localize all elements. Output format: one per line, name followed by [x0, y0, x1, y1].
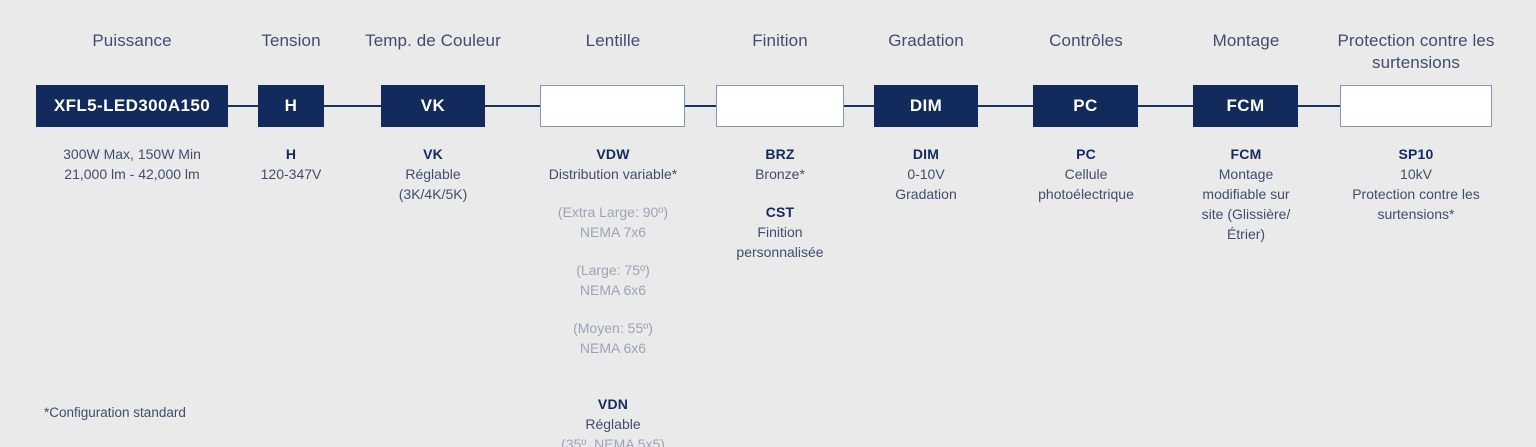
column-details-temp-de-couleur: VK Réglable (3K/4K/5K)	[348, 144, 518, 204]
detail-line-gradation-0: DIM	[912, 146, 940, 162]
detail-line-lentille-9: (Moyen: 55º)	[573, 320, 653, 336]
code-chip-lentille[interactable]	[540, 85, 685, 127]
detail-line-montage-0: FCM	[1230, 146, 1262, 162]
connector-line-2	[322, 105, 382, 107]
code-chip-puissance[interactable]: XFL5-LED300A150	[36, 85, 228, 127]
column-details-controles: PC Cellule photoélectrique	[1000, 144, 1172, 204]
connector-line-8	[1297, 105, 1342, 107]
column-header-lentille: Lentille	[585, 31, 641, 50]
detail-line-montage-2: modifiable sur	[1202, 186, 1290, 202]
code-chip-protection-surtensions[interactable]	[1340, 85, 1492, 127]
detail-line-montage-1: Montage	[1218, 166, 1274, 182]
detail-line-protection-surtensions-2: Protection contre les	[1352, 186, 1480, 202]
detail-line-lentille-0: VDW	[596, 146, 630, 162]
detail-line-lentille-10: NEMA 6x6	[579, 340, 647, 356]
detail-line-lentille-13: VDN	[597, 396, 629, 412]
column-details-tension: H 120-347V	[246, 144, 336, 184]
detail-spacer	[520, 358, 706, 376]
connector-line-5	[842, 105, 876, 107]
code-chip-tension[interactable]: H	[258, 85, 324, 127]
detail-line-controles-2: photoélectrique	[1038, 186, 1134, 202]
detail-spacer	[706, 184, 854, 202]
connector-line-6	[977, 105, 1035, 107]
detail-line-montage-3: site (Glissière/	[1201, 206, 1291, 222]
detail-line-tension-1: 120-347V	[260, 166, 322, 182]
column-details-lentille: VDW Distribution variable* (Extra Large: 9…	[520, 144, 706, 447]
detail-line-lentille-15: (35º, NEMA 5x5)	[561, 436, 665, 447]
column-details-puissance: 300W Max, 150W Min 21,000 lm - 42,000 lm	[18, 144, 246, 184]
detail-line-gradation-1: 0-10V	[907, 166, 945, 182]
detail-line-gradation-2: Gradation	[895, 186, 957, 202]
detail-line-temp-de-couleur-1: Réglable	[405, 166, 461, 182]
column-header-montage: Montage	[1212, 31, 1280, 50]
detail-line-controles-1: Cellule	[1064, 166, 1108, 182]
connector-line-7	[1137, 105, 1195, 107]
column-header-puissance: Puissance	[92, 31, 172, 50]
column-header-temp-de-couleur: Temp. de Couleur	[365, 31, 501, 50]
column-details-protection-surtensions: SP10 10kV Protection contre les surtensions…	[1326, 144, 1506, 224]
detail-spacer	[520, 376, 706, 394]
column-header-finition: Finition	[752, 31, 808, 50]
detail-line-finition-4: Finition	[757, 224, 803, 240]
detail-line-controles-0: PC	[1076, 146, 1096, 162]
detail-line-finition-1: Bronze*	[755, 166, 805, 182]
column-details-finition: BRZ Bronze* CST Finition personnalisée	[706, 144, 854, 262]
detail-line-lentille-14: Réglable	[585, 416, 641, 432]
detail-line-lentille-6: (Large: 75º)	[576, 262, 650, 278]
column-header-gradation: Gradation	[888, 31, 964, 50]
detail-spacer	[520, 300, 706, 318]
column-details-montage: FCM Montage modifiable sur site (Glissière/…	[1176, 144, 1316, 244]
detail-line-montage-4: Étrier)	[1226, 226, 1266, 242]
connector-line-4	[684, 105, 718, 107]
detail-line-puissance-0: 300W Max, 150W Min	[63, 146, 201, 162]
detail-line-lentille-3: (Extra Large: 90º)	[557, 204, 669, 220]
column-details-gradation: DIM 0-10V Gradation	[856, 144, 996, 204]
detail-line-finition-0: BRZ	[765, 146, 795, 162]
detail-line-lentille-1: Distribution variable*	[548, 166, 678, 182]
column-header-protection-surtensions: Protection contre les surtensions	[1337, 31, 1495, 72]
detail-line-lentille-7: NEMA 6x6	[579, 282, 647, 298]
detail-line-protection-surtensions-1: 10kV	[1400, 166, 1432, 182]
detail-line-protection-surtensions-3: surtensions*	[1377, 206, 1455, 222]
code-chip-controles[interactable]: PC	[1033, 85, 1138, 127]
code-chip-montage[interactable]: FCM	[1193, 85, 1298, 127]
detail-line-tension-0: H	[285, 146, 297, 162]
detail-spacer	[520, 184, 706, 202]
code-chip-finition[interactable]	[716, 85, 844, 127]
detail-line-puissance-1: 21,000 lm - 42,000 lm	[64, 166, 200, 182]
detail-line-finition-5: personnalisée	[736, 244, 824, 260]
detail-line-temp-de-couleur-2: (3K/4K/5K)	[398, 186, 468, 202]
code-chip-temp-de-couleur[interactable]: VK	[381, 85, 485, 127]
detail-line-temp-de-couleur-0: VK	[423, 146, 443, 162]
detail-spacer	[520, 242, 706, 260]
detail-line-protection-surtensions-0: SP10	[1398, 146, 1434, 162]
connector-line-3	[484, 105, 542, 107]
column-header-controles: Contrôles	[1049, 31, 1123, 50]
footnote: *Configuration standard	[44, 405, 186, 420]
code-chip-gradation[interactable]: DIM	[874, 85, 978, 127]
connector-line-1	[228, 105, 260, 107]
column-header-tension: Tension	[261, 31, 321, 50]
detail-line-finition-3: CST	[765, 204, 795, 220]
detail-line-lentille-4: NEMA 7x6	[579, 224, 647, 240]
